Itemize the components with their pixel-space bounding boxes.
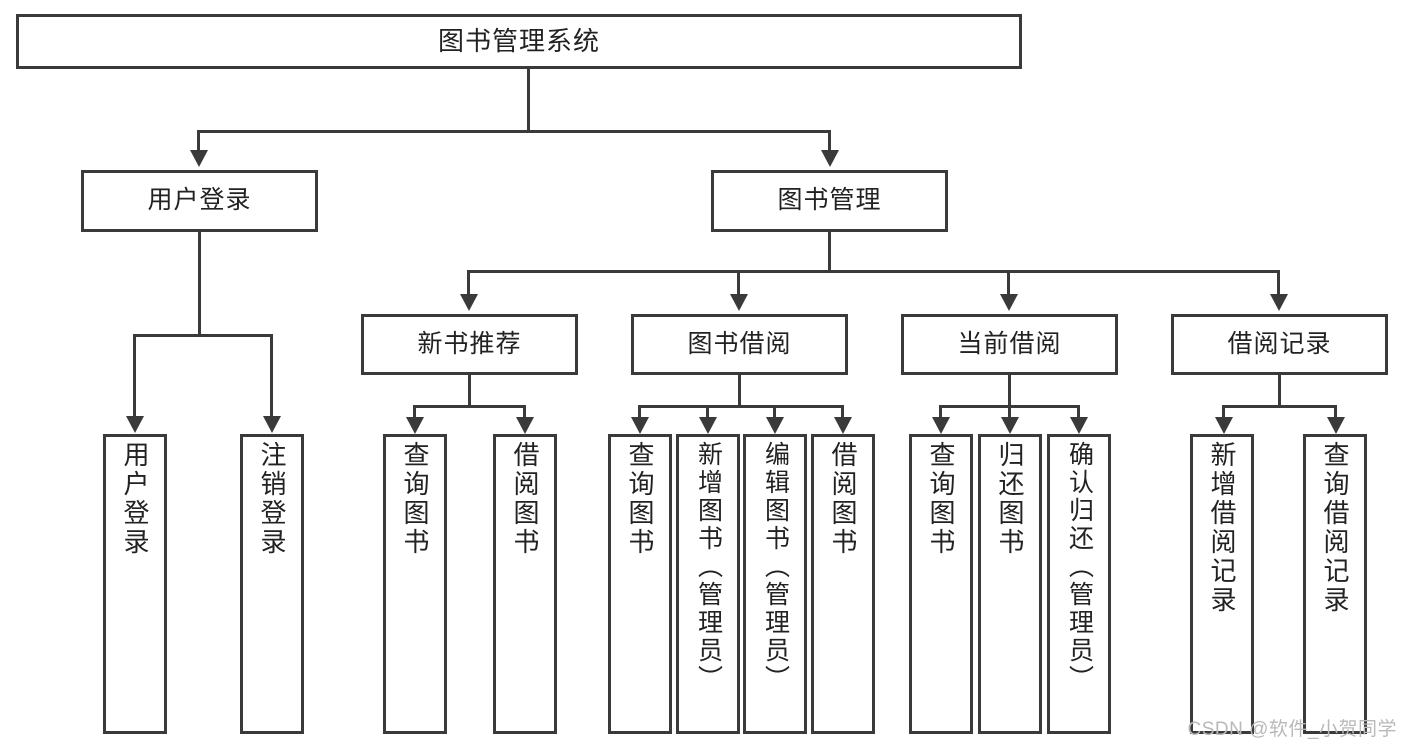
node-label: 查询借阅记录 — [1320, 441, 1351, 615]
connector-root-to-user-login — [197, 130, 200, 152]
connector-book-borrow-bus — [638, 405, 844, 408]
connector-borrow-record-bus — [1222, 405, 1337, 408]
arrow-new-book-leaf-2 — [516, 417, 534, 434]
arrow-current-borrow-leaf-1 — [932, 417, 950, 434]
arrow-new-book-leaf-1 — [406, 417, 424, 434]
node-label: 新增借阅记录 — [1207, 441, 1238, 615]
connector-user-login-bus — [133, 334, 273, 337]
leaf-query-borrow-record[interactable]: 查询借阅记录 — [1303, 434, 1367, 734]
node-label: 查询图书 — [625, 441, 656, 557]
connector-new-book-leaf-1 — [413, 405, 416, 419]
node-label: 用户登录 — [147, 186, 252, 215]
node-label: 借阅记录 — [1227, 329, 1332, 358]
arrow-to-new-book-recommend — [460, 294, 478, 311]
arrow-borrow-record-leaf-1 — [1215, 417, 1233, 434]
arrow-borrow-record-leaf-2 — [1327, 417, 1345, 434]
arrow-book-borrow-leaf-1 — [631, 417, 649, 434]
connector-current-borrow-leaf-1 — [939, 405, 942, 419]
connector-current-borrow-stem — [1008, 375, 1011, 407]
node-root-book-management-system[interactable]: 图书管理系统 — [16, 14, 1022, 69]
node-label: 新书推荐 — [417, 329, 522, 358]
node-current-borrow[interactable]: 当前借阅 — [901, 314, 1118, 375]
connector-book-manage-stem — [828, 232, 831, 272]
arrow-current-borrow-leaf-2 — [1001, 417, 1019, 434]
connector-level3-bus — [467, 270, 1279, 273]
connector-to-current-borrow — [1007, 270, 1010, 296]
connector-new-book-leaf-2 — [523, 405, 526, 419]
node-label: 图书管理 — [777, 186, 882, 215]
leaf-add-book-admin[interactable]: 新增图书（管理员） — [676, 434, 740, 734]
node-label: 查询图书 — [400, 441, 431, 557]
connector-book-borrow-leaf-3 — [773, 405, 776, 419]
node-book-management[interactable]: 图书管理 — [711, 170, 948, 232]
node-new-book-recommend[interactable]: 新书推荐 — [361, 314, 578, 375]
connector-current-borrow-leaf-3 — [1077, 405, 1080, 419]
arrow-root-to-book-manage — [821, 150, 839, 167]
connector-book-borrow-leaf-2 — [706, 405, 709, 419]
connector-user-login-leaf-2 — [270, 334, 273, 418]
connector-root-stem — [527, 69, 530, 132]
arrow-book-borrow-leaf-2 — [699, 417, 717, 434]
node-label: 新增图书（管理员） — [694, 441, 723, 693]
node-label: 编辑图书（管理员） — [761, 441, 790, 693]
connector-book-borrow-leaf-1 — [638, 405, 641, 419]
leaf-confirm-return-admin[interactable]: 确认归还（管理员） — [1047, 434, 1111, 734]
connector-user-login-leaf-1 — [133, 334, 136, 418]
node-label: 查询图书 — [926, 441, 957, 557]
connector-book-borrow-stem — [738, 375, 741, 407]
arrow-user-login-leaf-2 — [263, 416, 281, 433]
leaf-return-book[interactable]: 归还图书 — [978, 434, 1042, 734]
connector-borrow-record-leaf-2 — [1334, 405, 1337, 419]
connector-book-borrow-leaf-4 — [841, 405, 844, 419]
node-label: 注销登录 — [257, 441, 288, 557]
leaf-borrow-book-recommend[interactable]: 借阅图书 — [493, 434, 557, 734]
connector-to-borrow-record — [1277, 270, 1280, 296]
connector-to-new-book-recommend — [467, 270, 470, 296]
node-book-borrow[interactable]: 图书借阅 — [631, 314, 848, 375]
leaf-borrow-book-borrow[interactable]: 借阅图书 — [811, 434, 875, 734]
node-label: 图书借阅 — [687, 329, 792, 358]
arrow-current-borrow-leaf-3 — [1070, 417, 1088, 434]
arrow-book-borrow-leaf-4 — [834, 417, 852, 434]
node-label: 归还图书 — [995, 441, 1026, 557]
node-borrow-record[interactable]: 借阅记录 — [1171, 314, 1388, 375]
connector-root-to-book-manage — [828, 130, 831, 152]
arrow-to-book-borrow — [730, 294, 748, 311]
leaf-query-book-current[interactable]: 查询图书 — [909, 434, 973, 734]
connector-current-borrow-leaf-2 — [1008, 405, 1011, 419]
leaf-query-book-borrow[interactable]: 查询图书 — [608, 434, 672, 734]
connector-new-book-bus — [413, 405, 526, 408]
connector-borrow-record-stem — [1278, 375, 1281, 407]
leaf-add-borrow-record[interactable]: 新增借阅记录 — [1190, 434, 1254, 734]
arrow-to-current-borrow — [1000, 294, 1018, 311]
node-label: 图书管理系统 — [437, 26, 600, 57]
node-label: 当前借阅 — [957, 329, 1062, 358]
leaf-user-login[interactable]: 用户登录 — [103, 434, 167, 734]
arrow-book-borrow-leaf-3 — [766, 417, 784, 434]
leaf-edit-book-admin[interactable]: 编辑图书（管理员） — [743, 434, 807, 734]
connector-level2-bus — [197, 130, 831, 133]
arrow-user-login-leaf-1 — [126, 416, 144, 433]
connector-borrow-record-leaf-1 — [1222, 405, 1225, 419]
connector-new-book-stem — [468, 375, 471, 407]
watermark-text: CSDN @软件_小贺同学 — [1187, 719, 1397, 740]
leaf-logout[interactable]: 注销登录 — [240, 434, 304, 734]
connector-to-book-borrow — [737, 270, 740, 296]
arrow-root-to-user-login — [190, 150, 208, 167]
leaf-query-book-recommend[interactable]: 查询图书 — [383, 434, 447, 734]
node-label: 借阅图书 — [510, 441, 541, 557]
node-label: 用户登录 — [120, 441, 151, 557]
arrow-to-borrow-record — [1270, 294, 1288, 311]
node-label: 确认归还（管理员） — [1065, 441, 1094, 693]
node-user-login[interactable]: 用户登录 — [81, 170, 318, 232]
connector-user-login-stem — [198, 232, 201, 336]
node-label: 借阅图书 — [828, 441, 859, 557]
